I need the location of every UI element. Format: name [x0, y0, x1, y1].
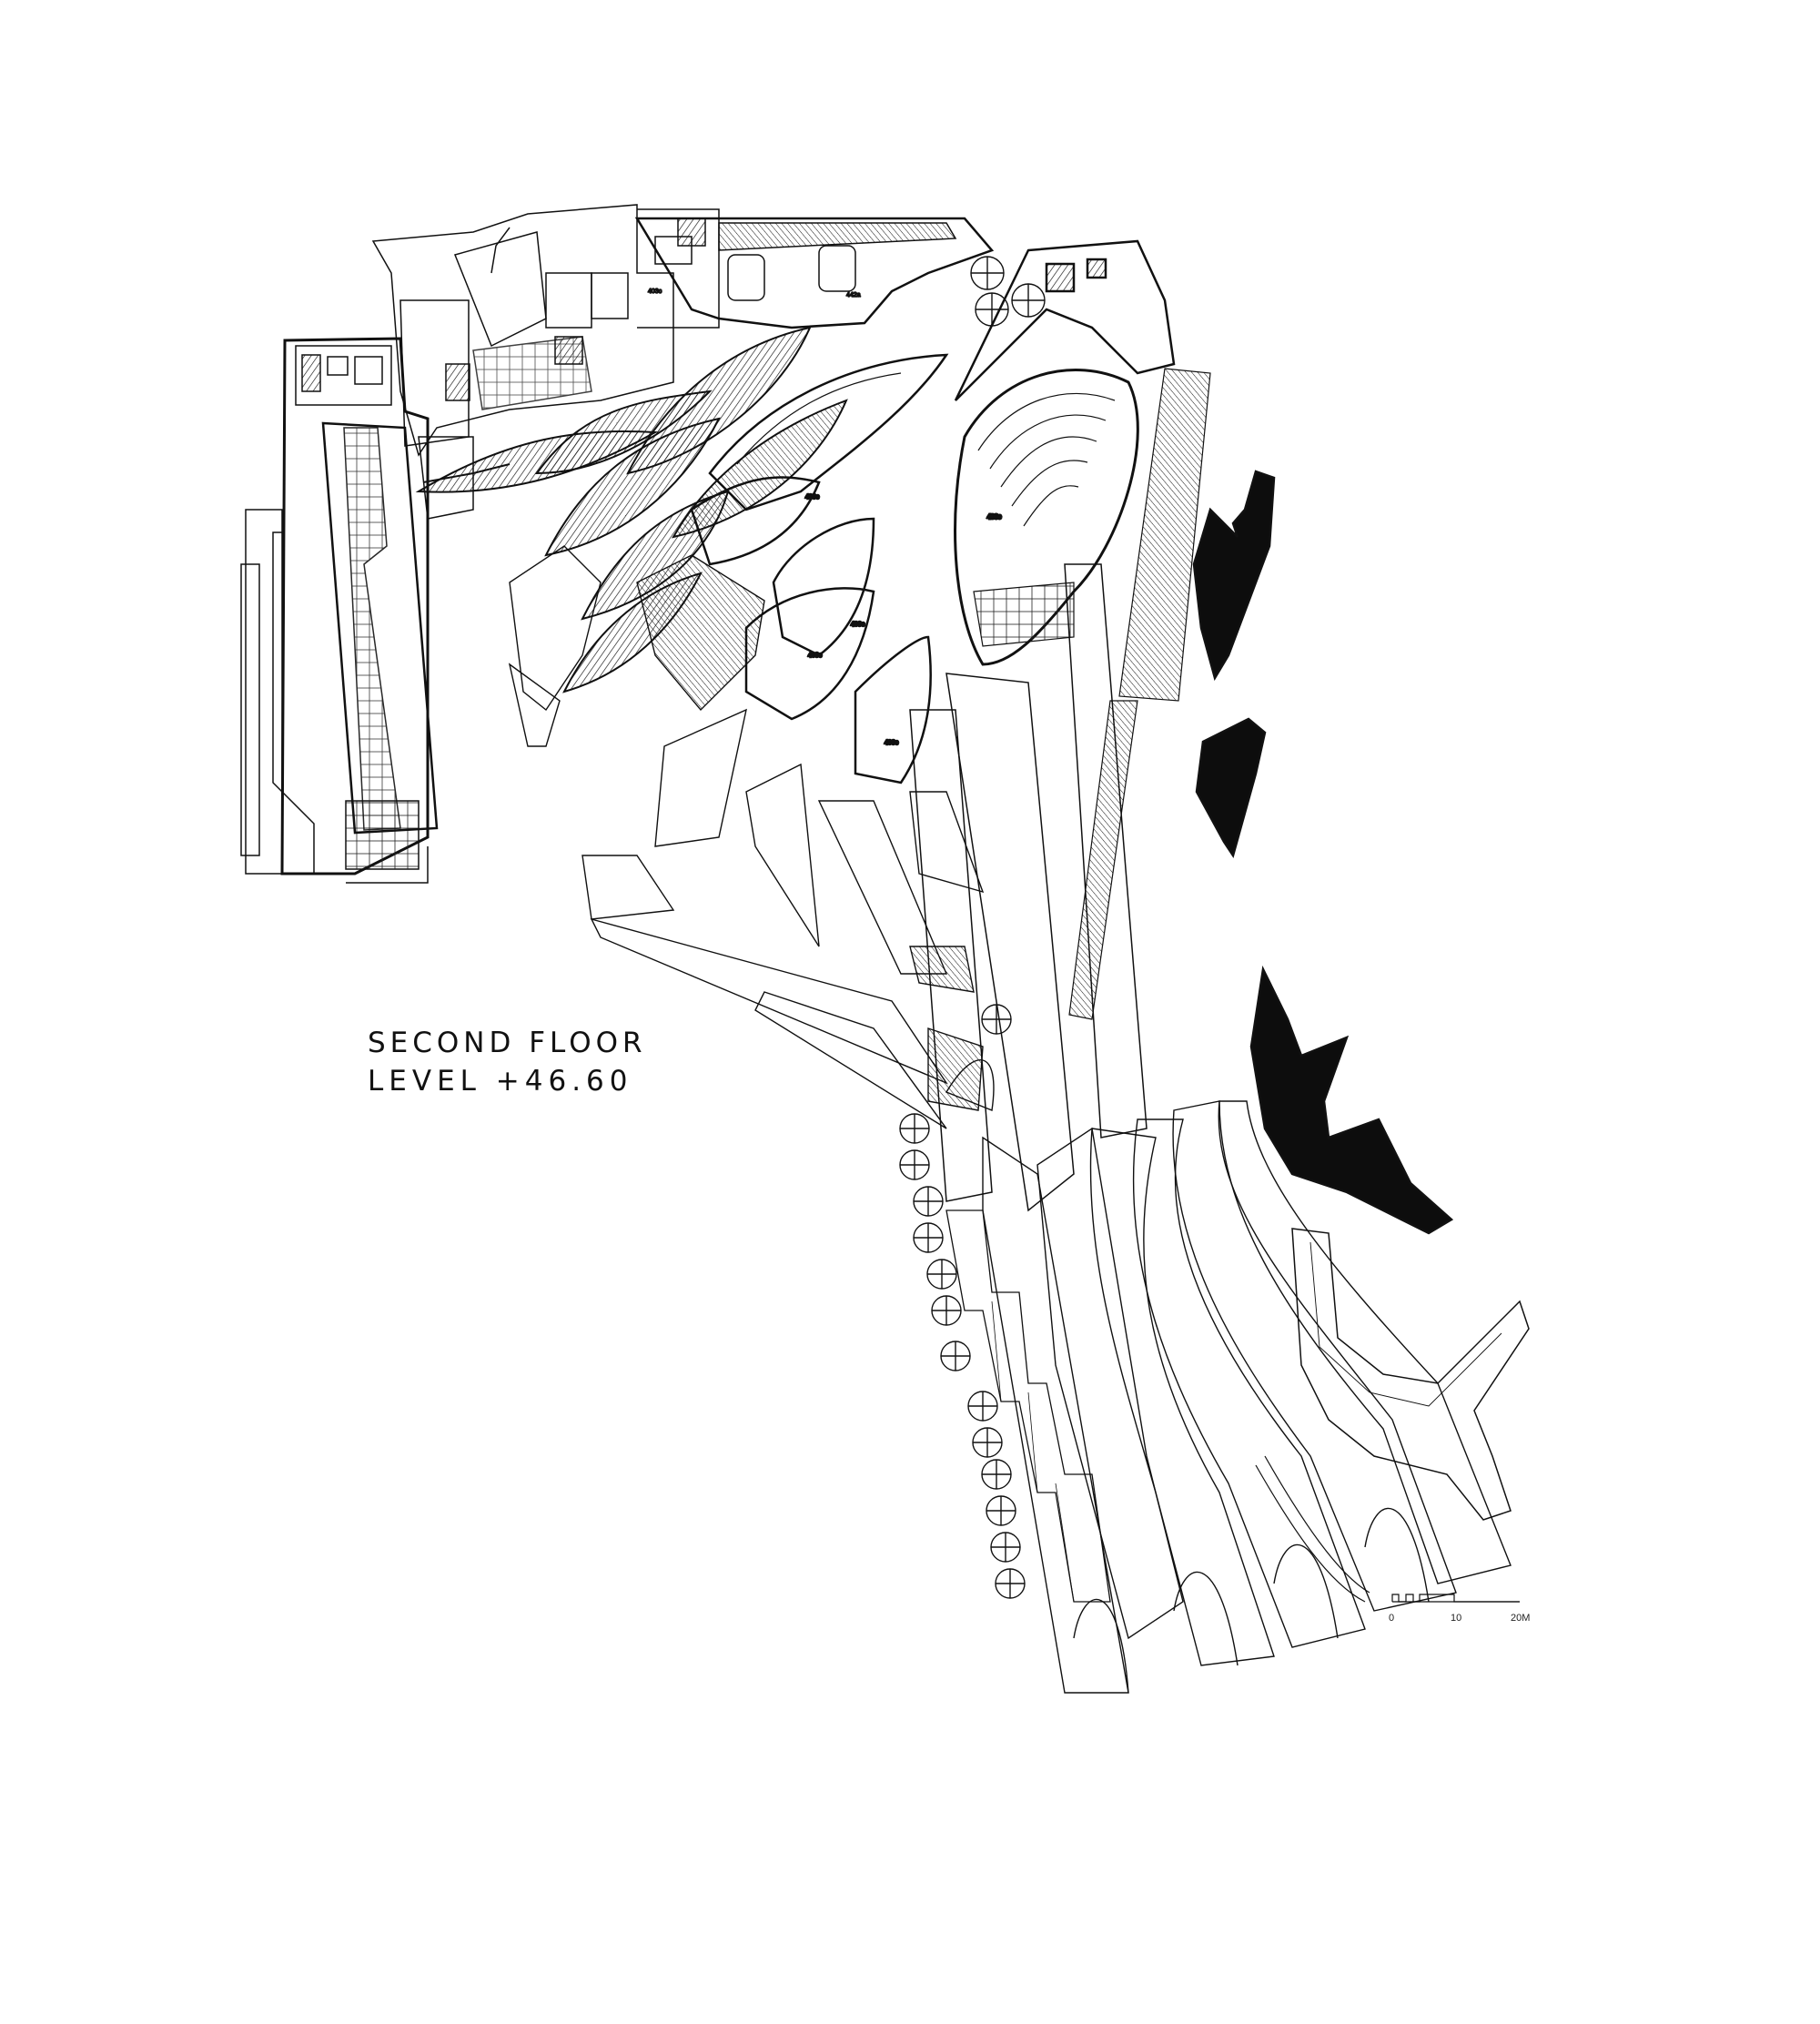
- scale-bar: [1391, 1594, 1520, 1603]
- room-tag: 403c: [885, 740, 899, 746]
- room-tag: 403c: [648, 288, 662, 295]
- landscape-ramps: [982, 1100, 1512, 1694]
- stepped-plaza: [508, 545, 765, 747]
- west-stepped-edge: [945, 1209, 1111, 1603]
- west-building-block: [240, 337, 430, 884]
- room-tag: 403c: [805, 494, 820, 501]
- trees: [899, 256, 1046, 1599]
- northeast-tower: [954, 239, 1176, 401]
- hotel-room-grid: [321, 421, 439, 835]
- room-tag: 403c: [808, 653, 823, 659]
- north-wedge: 403c 442a: [634, 217, 995, 329]
- drawing-title-level: LEVEL +46.60: [368, 1065, 633, 1098]
- east-truss-bridge: [1068, 368, 1211, 1020]
- room-tag: 442a: [846, 292, 861, 299]
- scale-label-ten: 10: [1451, 1613, 1462, 1624]
- scale-label-twenty: 20M: [1511, 1613, 1531, 1624]
- drawing-title-floor: SECOND FLOOR: [368, 1027, 647, 1059]
- lens-volumes: 403c 403c 403c 403c: [690, 353, 949, 784]
- room-tag: 403c: [987, 514, 1002, 521]
- scale-label-zero: 0: [1389, 1613, 1395, 1624]
- solid-landscape-islands: [1192, 470, 1454, 1235]
- room-tag: 403c: [851, 622, 865, 628]
- plaza-shards: [581, 708, 995, 1129]
- auditorium: 403c: [954, 369, 1139, 666]
- east-curved-ramp: [1255, 1228, 1530, 1603]
